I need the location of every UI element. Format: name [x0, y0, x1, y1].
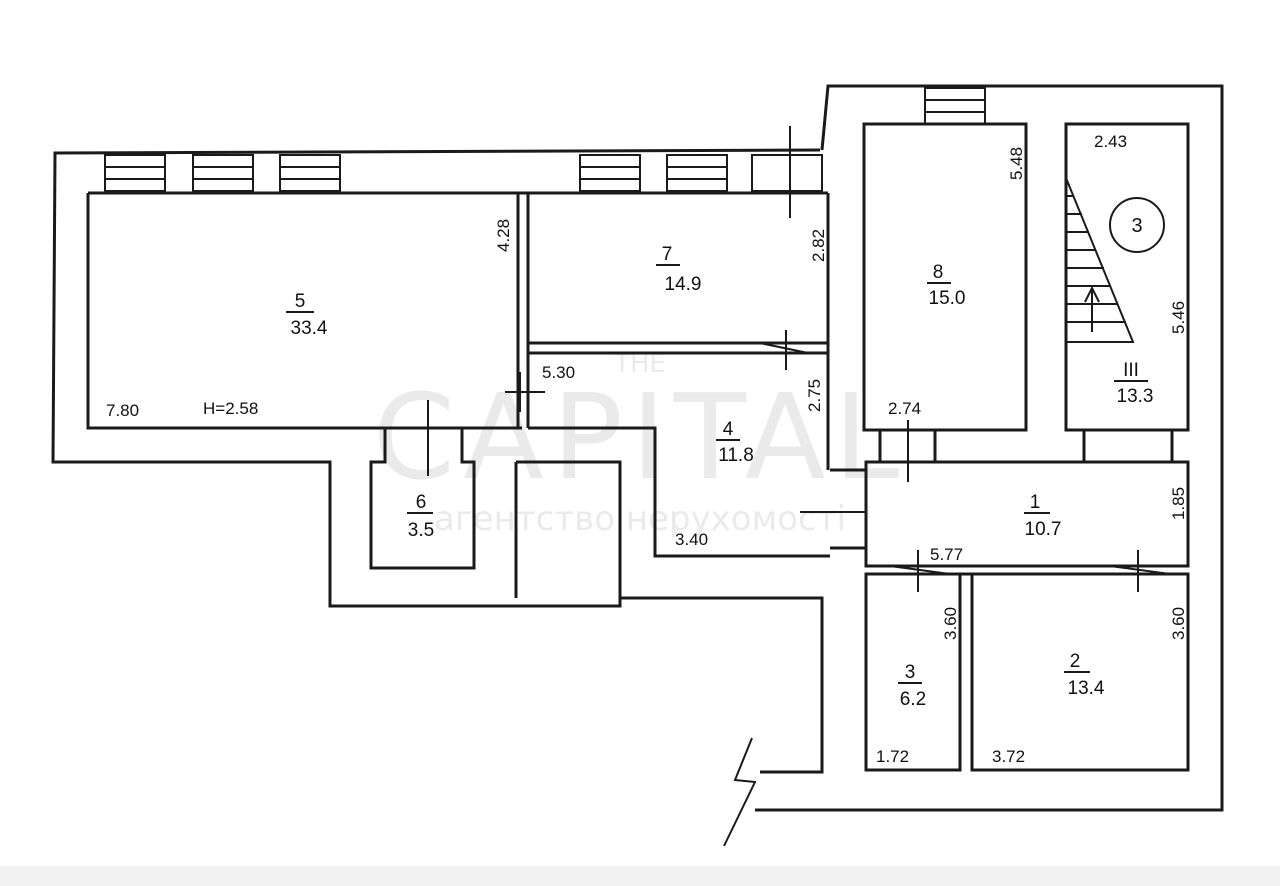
- room-1-area: 10.7: [1025, 519, 1062, 540]
- room-8-area: 15.0: [929, 288, 966, 309]
- room-2-area: 13.4: [1068, 678, 1105, 699]
- dim-3-40: 3.40: [675, 530, 708, 549]
- stair-marker-label: 3: [1131, 215, 1142, 237]
- dimension-labels: 7.80 H=2.58 4.28 2.82 5.30 2.75 3.40 5.4…: [106, 132, 1188, 766]
- dim-1-72: 1.72: [876, 747, 909, 766]
- dim-3-60-right: 3.60: [1169, 607, 1188, 640]
- dim-2-43: 2.43: [1094, 132, 1127, 151]
- window: [751, 154, 823, 192]
- window: [192, 154, 254, 192]
- interior-walls: [369, 122, 1190, 772]
- room-3-outline: [864, 572, 962, 772]
- dim-2-74: 2.74: [888, 399, 921, 418]
- window: [104, 154, 166, 192]
- room-4-number: 4: [723, 419, 734, 440]
- window: [579, 154, 641, 192]
- room-1-number: 1: [1030, 492, 1041, 513]
- dim-5-46: 5.46: [1169, 301, 1188, 334]
- dim-3-72: 3.72: [992, 747, 1025, 766]
- room-8-number: 8: [933, 262, 944, 283]
- room-1-outline: [864, 460, 1190, 568]
- room-2-outline: [970, 572, 1190, 772]
- staircase: 3: [1065, 177, 1165, 343]
- room-5-number: 5: [295, 291, 306, 312]
- room-3-number: 3: [905, 662, 916, 683]
- room-7-number: 7: [662, 244, 673, 265]
- ceiling-height: H=2.58: [203, 399, 258, 418]
- dim-5-30: 5.30: [542, 363, 575, 382]
- watermark-tagline: агентство нерухомості: [434, 499, 846, 539]
- dim-2-82: 2.82: [809, 229, 828, 262]
- bottom-band: [0, 866, 1280, 886]
- dim-4-28: 4.28: [494, 219, 513, 252]
- room-2-number: 2: [1070, 651, 1081, 672]
- dim-3-60-left: 3.60: [941, 607, 960, 640]
- room-8-outline: [862, 122, 1028, 432]
- windows-top: [104, 87, 986, 192]
- doors: [427, 126, 1171, 592]
- room-7-area: 14.9: [665, 274, 702, 295]
- room-III-area: 13.3: [1117, 386, 1154, 407]
- room-III-outline: [1064, 122, 1190, 432]
- stair-marker-circle: [1109, 197, 1165, 253]
- room-3-area: 6.2: [900, 689, 926, 710]
- room-III-number: III: [1123, 360, 1139, 381]
- room-6-area: 3.5: [408, 520, 434, 541]
- dim-2-75: 2.75: [805, 379, 824, 412]
- window: [279, 154, 341, 192]
- window: [666, 154, 728, 192]
- room-4-area: 11.8: [718, 445, 754, 466]
- window: [924, 87, 986, 125]
- room-labels: 5 33.4 7 14.9 8 15.0 III 13.3 4 11.8 6 3…: [286, 244, 1153, 710]
- dim-5-48: 5.48: [1007, 147, 1026, 180]
- room-5-area: 33.4: [291, 318, 328, 339]
- dim-5-77: 5.77: [930, 545, 963, 564]
- dim-7-80: 7.80: [106, 401, 139, 420]
- outer-walls: [51, 84, 1224, 847]
- room-6-number: 6: [416, 492, 427, 513]
- dim-1-85: 1.85: [1169, 487, 1188, 520]
